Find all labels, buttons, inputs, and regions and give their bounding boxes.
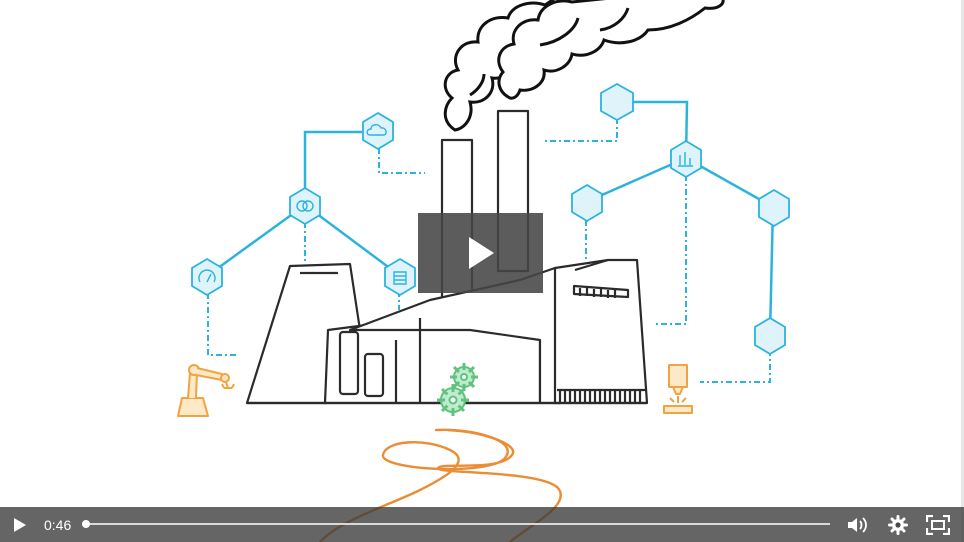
hex-cloud-node — [362, 111, 394, 151]
gauge-icon — [198, 269, 216, 283]
big-play-button[interactable] — [418, 213, 543, 293]
settings-button[interactable] — [886, 507, 910, 542]
current-time: 0:46 — [44, 516, 72, 533]
laser-tool-icon — [663, 364, 693, 414]
volume-button[interactable] — [846, 507, 870, 542]
progress-slider[interactable] — [82, 507, 830, 542]
smoke-cloud — [443, 0, 725, 132]
link-icon — [296, 200, 308, 212]
hex-empty-node — [600, 82, 634, 122]
hex-database-node — [384, 257, 416, 297]
hex-empty-node — [754, 316, 786, 356]
hex-empty-node — [758, 188, 790, 228]
volume-icon — [848, 516, 867, 533]
winding-road — [318, 428, 562, 542]
player-edge — [961, 0, 964, 542]
chart-icon — [678, 152, 693, 167]
hex-glyphs — [198, 124, 693, 285]
hex-empty-node — [571, 183, 603, 223]
hex-link-node — [289, 186, 321, 226]
network-hex-nodes — [191, 82, 790, 356]
database-icon — [393, 271, 407, 285]
play-button[interactable] — [10, 507, 30, 542]
control-bar: 0:46 — [0, 507, 964, 542]
fullscreen-button[interactable] — [925, 507, 951, 542]
cloud-icon — [366, 124, 387, 136]
factory — [245, 109, 649, 405]
gears-icon — [437, 363, 478, 416]
hex-gauge-node — [191, 257, 223, 297]
hex-chart-node — [670, 139, 702, 179]
network-dashed-lines — [207, 118, 771, 383]
robot-arm-icon — [177, 364, 235, 417]
progress-knob[interactable] — [82, 520, 90, 528]
fullscreen-icon — [926, 514, 950, 535]
play-icon — [14, 517, 26, 532]
gear-icon — [888, 514, 908, 535]
play-icon — [468, 237, 494, 269]
progress-track — [86, 523, 830, 525]
